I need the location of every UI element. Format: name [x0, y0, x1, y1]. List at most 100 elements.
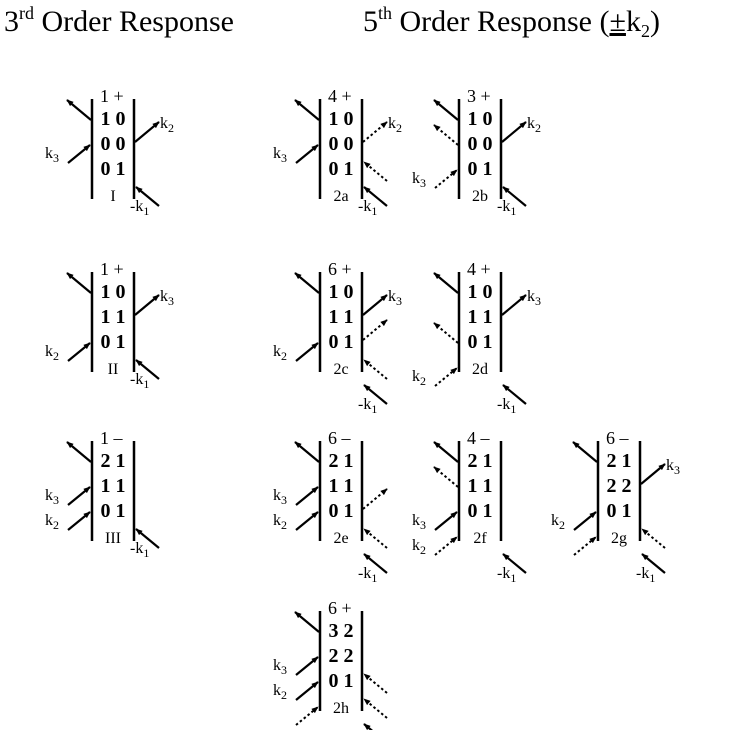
wavevector-label-k2: k2 [45, 512, 59, 532]
wavevector-label-k3: k3 [388, 288, 402, 308]
wavevector-label-k2: k2 [412, 537, 426, 557]
density-matrix-row: 0 1 [468, 158, 493, 180]
heading-fifth-order: 5th Order Response (±k2) [363, 2, 660, 42]
diagram-factor: 6 – [328, 428, 352, 448]
heading-fifth-order-text: Order Response ( [392, 5, 610, 38]
right-interaction-arrow [135, 528, 160, 549]
wavevector-label-k3: k3 [45, 487, 59, 507]
density-matrix-row: 2 1 [607, 450, 632, 472]
right-emission-arrow [362, 488, 388, 510]
density-matrix-row: 0 1 [101, 331, 126, 353]
wavevector-label-k2: k2 [273, 682, 287, 702]
left-interaction-arrow [434, 511, 458, 531]
density-matrix-row: 1 1 [101, 475, 126, 497]
right-interaction-arrow [135, 359, 160, 380]
left-interaction-arrow [573, 536, 597, 556]
left-emission-arrow [294, 441, 320, 463]
diagram-factor: 4 + [328, 86, 352, 106]
right-interaction-arrow [363, 698, 388, 719]
wavevector-label-k3: k3 [412, 512, 426, 532]
density-matrix-row: 1 0 [329, 108, 354, 130]
left-interaction-arrow [67, 342, 91, 362]
wavevector-label-k3: k3 [666, 457, 680, 477]
wavevector-label-k1: -k1 [130, 540, 149, 560]
right-interaction-arrow [363, 359, 388, 380]
heading-third-order-text: Order Response [34, 5, 234, 38]
left-emission-arrow [294, 272, 320, 294]
density-matrix-row: 0 0 [101, 133, 126, 155]
density-matrix-row: 1 0 [101, 108, 126, 130]
density-matrix-row: 0 1 [329, 500, 354, 522]
left-emission-arrow [433, 466, 459, 488]
right-interaction-arrow [363, 161, 388, 182]
diagram-factor: 1 + [100, 86, 124, 106]
diagram-label: 2a [333, 188, 348, 205]
right-emission-arrow [134, 294, 160, 316]
left-interaction-arrow [434, 367, 458, 387]
wavevector-label-k2: k2 [412, 368, 426, 388]
left-interaction-arrow [295, 706, 319, 726]
left-interaction-arrow [295, 342, 319, 362]
left-emission-arrow [433, 272, 459, 294]
wavevector-label-k1: -k1 [636, 565, 655, 585]
right-emission-arrow [640, 463, 666, 485]
diagram-label: III [105, 530, 121, 547]
wavevector-label-k2: k2 [273, 512, 287, 532]
left-emission-arrow [433, 441, 459, 463]
diagram-label: 2h [333, 700, 349, 717]
heading-fifth-order-number: 5 [363, 5, 378, 38]
diagram-factor: 4 + [467, 259, 491, 279]
left-interaction-arrow [67, 511, 91, 531]
diagram-factor: 6 – [606, 428, 630, 448]
right-interaction-arrow [502, 384, 527, 405]
density-matrix-row: 1 1 [468, 475, 493, 497]
density-matrix-row: 1 0 [468, 281, 493, 303]
wavevector-label-k1: -k1 [130, 198, 149, 218]
right-interaction-arrow [363, 673, 388, 694]
left-emission-arrow [433, 99, 459, 121]
diagram-label: 2f [473, 530, 487, 547]
right-interaction-arrow [135, 186, 160, 207]
density-matrix-row: 1 0 [329, 281, 354, 303]
density-matrix-row: 0 1 [329, 670, 354, 692]
wavevector-label-k1: -k1 [358, 198, 377, 218]
left-interaction-arrow [295, 486, 319, 506]
wavevector-label-k3: k3 [412, 170, 426, 190]
right-interaction-arrow [641, 528, 666, 549]
density-matrix-row: 1 0 [468, 108, 493, 130]
right-interaction-arrow [502, 553, 527, 574]
heading-third-order-number: 3 [4, 5, 19, 38]
wavevector-label-k1: -k1 [497, 565, 516, 585]
wavevector-label-k1: -k1 [358, 396, 377, 416]
density-matrix-row: 0 0 [468, 133, 493, 155]
left-emission-arrow [572, 441, 598, 463]
density-matrix-row: 0 0 [329, 133, 354, 155]
left-emission-arrow [66, 99, 92, 121]
density-matrix-row: 1 0 [101, 281, 126, 303]
wavevector-label-k3: k3 [273, 657, 287, 677]
diagram-factor: 6 + [328, 598, 352, 618]
right-interaction-arrow [363, 528, 388, 549]
heading-fifth-order-close: ) [649, 5, 660, 38]
diagram-label: 2c [333, 361, 348, 378]
left-interaction-arrow [295, 656, 319, 676]
right-emission-arrow [362, 319, 388, 341]
density-matrix-row: 0 1 [101, 158, 126, 180]
right-interaction-arrow [363, 186, 388, 207]
diagram-factor: 4 – [467, 428, 491, 448]
density-matrix-row: 2 1 [101, 450, 126, 472]
left-interaction-arrow [573, 511, 597, 531]
left-emission-arrow [294, 611, 320, 633]
left-interaction-arrow [434, 169, 458, 189]
left-emission-arrow [294, 99, 320, 121]
heading-fifth-order-k: k [625, 5, 641, 38]
diagram-label: 2d [472, 361, 488, 378]
left-interaction-arrow [67, 144, 91, 164]
diagram-factor: 1 – [100, 428, 124, 448]
